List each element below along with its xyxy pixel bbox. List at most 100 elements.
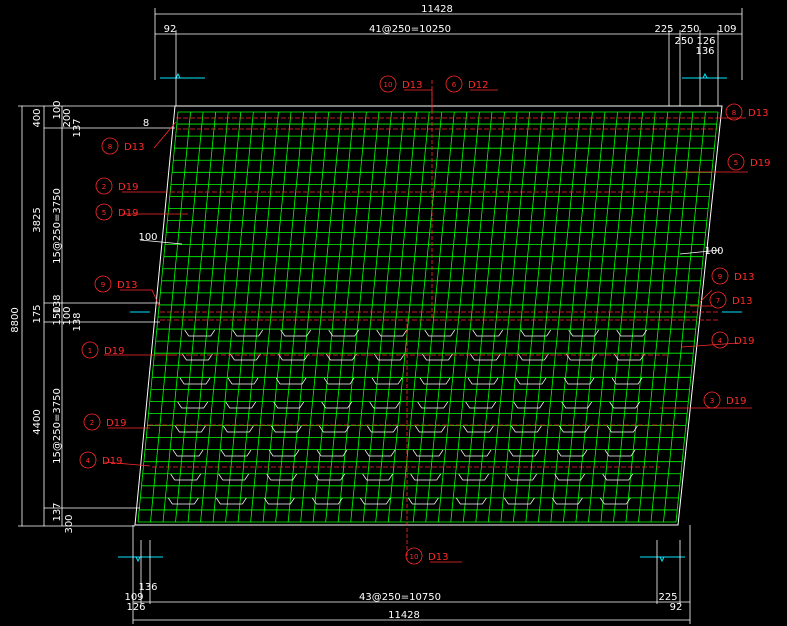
label-tag: 10 [384, 81, 393, 89]
dim-left-upper: 3825 [32, 207, 43, 232]
stirrup-mark [227, 377, 259, 385]
section-lines [103, 80, 752, 563]
dim-bottom-spacing: 43@250=10750 [359, 592, 441, 603]
stirrup-mark [271, 425, 302, 433]
dim-left-bot-300: 300 [64, 514, 75, 533]
stirrup-mark [177, 401, 208, 409]
stirrup-mark [225, 401, 256, 409]
stirrup-mark [465, 401, 496, 409]
stirrup-mark [408, 497, 439, 505]
label-circle [94, 275, 112, 293]
stirrup-mark [362, 473, 393, 481]
dim-top-right-d: 250 [674, 36, 693, 47]
label-text: D19 [106, 418, 126, 429]
stirrup-mark [268, 449, 300, 457]
stirrup-mark [326, 353, 357, 361]
stirrup-mark [561, 401, 592, 409]
slab-outline [134, 105, 723, 526]
dim-top-right-f: 136 [695, 46, 714, 57]
dim-left-lower: 4400 [32, 409, 43, 434]
label-text: D13 [124, 142, 144, 153]
stirrup-mark [412, 449, 444, 457]
label-text: D13 [117, 280, 137, 291]
stirrup-mark [506, 473, 537, 481]
stirrup-mark [604, 449, 636, 457]
stirrup-mark [179, 377, 211, 385]
stirrup-mark [616, 329, 648, 337]
stirrup-mark [566, 353, 597, 361]
stirrup-mark [273, 401, 304, 409]
dim-left-top-100: 100 [52, 100, 63, 119]
stirrup-mark [515, 377, 547, 385]
dim-inner-left-100: 100 [138, 232, 157, 243]
dim-bottom-left-136: 136 [138, 582, 157, 593]
stirrup-mark [278, 353, 309, 361]
stirrup-mark [410, 473, 441, 481]
dim-left-mid-100: 100 [62, 306, 73, 325]
label-tag: 10 [410, 553, 419, 561]
stirrup-mark [568, 329, 600, 337]
label-text: D19 [734, 336, 754, 347]
label-tag: 2 [90, 419, 94, 427]
label-circle [725, 103, 743, 121]
stirrup-mark [563, 377, 595, 385]
dim-left-top-400: 400 [32, 108, 43, 127]
label-text: D12 [468, 80, 488, 91]
label-circle [727, 153, 745, 171]
label-text: D19 [118, 182, 138, 193]
label-tag: 5 [734, 159, 738, 167]
stirrup-mark [360, 497, 391, 505]
stirrup-mark [220, 449, 252, 457]
stirrup-mark [607, 425, 638, 433]
stirrup-mark [552, 497, 583, 505]
label-tag: 4 [718, 337, 723, 345]
stirrup-mark [456, 497, 487, 505]
angle-mark: 8 [143, 118, 149, 129]
stirrup-mark [216, 497, 247, 505]
label-text: D19 [102, 456, 122, 467]
stirrup-mark [470, 353, 501, 361]
label-circle [703, 391, 721, 409]
stirrup-mark [424, 329, 456, 337]
stirrup-mark [275, 377, 307, 385]
label-tag: 9 [101, 281, 105, 289]
label-tag: 7 [716, 297, 720, 305]
label-text: D19 [750, 158, 770, 169]
stirrup-mark [511, 425, 542, 433]
dim-left-mid-138: 138 [52, 294, 63, 313]
stirrup-mark [328, 329, 360, 337]
dim-top-total: 11428 [421, 4, 453, 15]
stirrup-mark [422, 353, 453, 361]
stirrup-mark [314, 473, 345, 481]
label-tag: 1 [88, 347, 92, 355]
stirrup-mark [168, 497, 199, 505]
stirrup-mark [232, 329, 264, 337]
stirrup-mark [554, 473, 585, 481]
label-tag: 2 [102, 183, 106, 191]
label-tag: 4 [86, 457, 91, 465]
label-text: D13 [734, 272, 754, 283]
label-text: D13 [428, 552, 448, 563]
dim-left-top-200: 200 [62, 108, 73, 127]
label-circle [83, 413, 101, 431]
stirrup-mark [415, 425, 446, 433]
label-circle [711, 267, 729, 285]
stirrup-mark [371, 377, 403, 385]
label-circle [95, 177, 113, 195]
stirrup-mark [518, 353, 549, 361]
stirrup-mark [321, 401, 352, 409]
stirrup-mark [419, 377, 451, 385]
stirrup-mark [312, 497, 343, 505]
label-circle [445, 75, 463, 93]
label-circle [101, 137, 119, 155]
label-tag: 8 [732, 109, 736, 117]
label-text: D19 [104, 346, 124, 357]
dim-inner-right-100: 100 [704, 246, 723, 257]
stirrup-mark [611, 377, 643, 385]
dim-bottom-right-225: 225 [658, 592, 677, 603]
dim-left-mid-138b: 138 [72, 312, 83, 331]
dim-left-mid-150: 150 [52, 306, 63, 325]
label-tag: 8 [108, 143, 112, 151]
